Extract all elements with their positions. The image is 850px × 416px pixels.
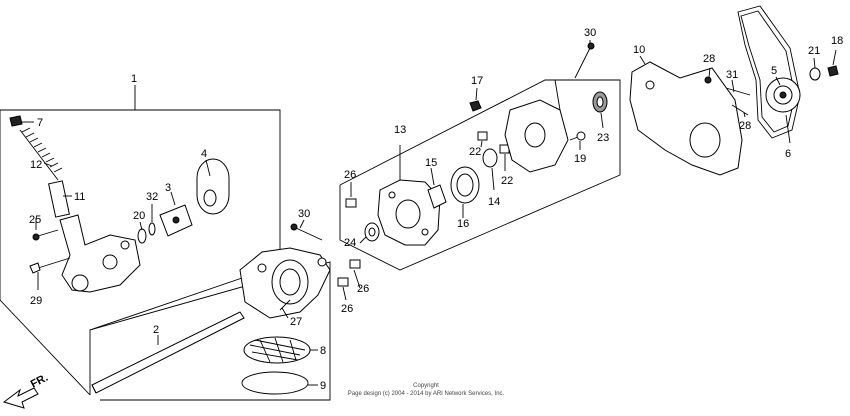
- callout-labels: 1 2 3 4 5 6 7 8 9 10 11 12 13 14 15 16 1…: [29, 27, 843, 392]
- spring-part: [19, 127, 63, 181]
- callout-30b: 30: [584, 27, 596, 39]
- outer-rotor-part: [196, 158, 230, 215]
- bolt-29-part: [29, 257, 71, 274]
- sprocket-part: [765, 77, 801, 113]
- dowel-pin-part: [337, 198, 361, 287]
- relief-valve-housing-part: [59, 214, 141, 293]
- callout-6: 6: [785, 148, 791, 160]
- pin-31-part: [725, 87, 751, 96]
- bolt-30-right-part: [574, 42, 595, 79]
- strainer-part: [243, 336, 311, 364]
- pump-body-assembly-frame: [339, 79, 621, 271]
- bolt-18-part: [827, 65, 839, 77]
- callout-5: 5: [771, 65, 777, 77]
- callout-26a: 26: [344, 169, 356, 181]
- drive-chain-part: [737, 5, 801, 139]
- copyright-line1: Copyright: [413, 383, 439, 389]
- leader-lines: [22, 40, 837, 386]
- callout-13: 13: [394, 124, 406, 136]
- bolt-30-left-part: [290, 223, 323, 241]
- callout-15: 15: [425, 157, 437, 169]
- callout-32: 32: [146, 191, 158, 203]
- callout-24: 24: [344, 237, 356, 249]
- pump-plate-part: [504, 79, 569, 173]
- callout-12: 12: [30, 159, 42, 171]
- callout-4: 4: [201, 148, 207, 160]
- callout-25: 25: [29, 214, 41, 226]
- callout-10: 10: [633, 44, 645, 56]
- pin-27-part: [279, 299, 291, 311]
- callout-2: 2: [153, 324, 159, 336]
- front-direction-arrow: FR.: [2, 372, 50, 409]
- callout-28a: 28: [703, 53, 715, 65]
- plate-15-part: [427, 184, 447, 209]
- callout-31: 31: [726, 69, 738, 81]
- callout-22a: 22: [469, 146, 481, 158]
- callout-28b: 28: [739, 120, 751, 132]
- callout-8: 8: [320, 345, 326, 357]
- nut-17-part: [469, 100, 482, 112]
- snap-ring-part: [241, 371, 309, 395]
- callout-26c: 26: [341, 303, 353, 315]
- callout-20: 20: [133, 210, 145, 222]
- front-direction-label: FR.: [29, 372, 50, 391]
- washer-21-part: [809, 67, 821, 81]
- callout-18: 18: [831, 35, 843, 47]
- inner-rotor-2-part: [482, 148, 498, 168]
- clip-32-part: [148, 222, 156, 236]
- callout-14: 14: [488, 196, 500, 208]
- chain-guide-cover-part: [629, 61, 743, 176]
- callout-11: 11: [74, 191, 85, 203]
- bolt-19-part: [569, 131, 586, 141]
- inner-rotor-part: [159, 204, 193, 237]
- callout-17: 17: [471, 75, 483, 87]
- callout-3: 3: [165, 182, 171, 194]
- cap-part: [9, 115, 23, 127]
- outer-rotor-2-part: [450, 166, 480, 204]
- callout-7: 7: [37, 117, 43, 129]
- callout-30a: 30: [298, 208, 310, 220]
- callout-27: 27: [290, 316, 302, 328]
- callout-22b: 22: [501, 175, 513, 187]
- pump-shaft-part: [91, 311, 245, 394]
- bolt-25-part: [32, 229, 59, 241]
- callout-19: 19: [574, 153, 586, 165]
- callout-23: 23: [597, 132, 609, 144]
- callout-29: 29: [30, 295, 42, 307]
- bearing-23-part: [592, 91, 608, 113]
- o-ring-20-part: [137, 228, 147, 244]
- pump-body-part: [377, 179, 441, 246]
- callout-21: 21: [808, 45, 820, 57]
- copyright-line2: Page design (c) 2004 - 2014 by ARI Netwo…: [348, 391, 505, 397]
- callout-16: 16: [457, 218, 469, 230]
- callout-1: 1: [131, 73, 137, 85]
- oil-seal-part: [364, 222, 380, 242]
- valve-sleeve-part: [48, 180, 70, 218]
- callout-26b: 26: [357, 283, 369, 295]
- shaft-assembly-frame: [89, 261, 331, 401]
- bolt-28-part: [704, 76, 749, 116]
- pump-cover-part: [239, 247, 331, 319]
- copyright-notice: Copyright Page design (c) 2004 - 2014 by…: [348, 383, 505, 397]
- callout-9: 9: [320, 380, 326, 392]
